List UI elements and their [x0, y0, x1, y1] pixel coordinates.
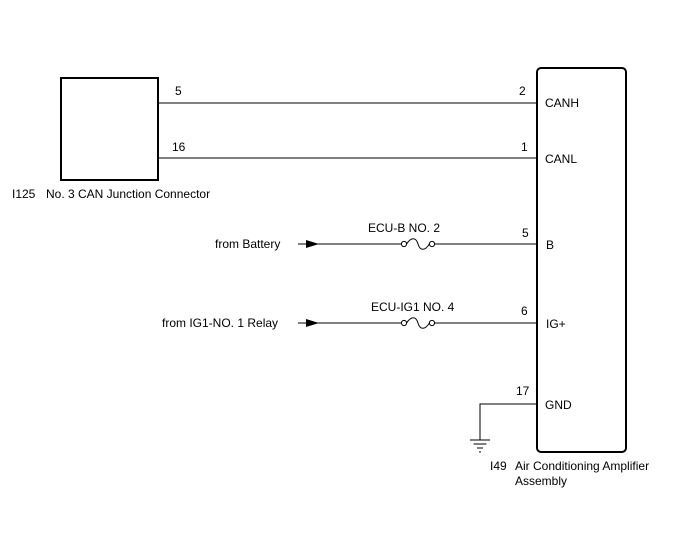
source-ig1-relay-label: from IG1-NO. 1 Relay: [162, 316, 278, 330]
fuse-ecu-b-label: ECU-B NO. 2: [368, 221, 440, 235]
terminal-ig-label: IG+: [546, 317, 566, 331]
fuse-icon: [406, 317, 430, 329]
connector-name: No. 3 CAN Junction Connector: [46, 187, 210, 201]
fuse-terminal-icon: [400, 240, 408, 248]
source-battery-label: from Battery: [215, 237, 280, 251]
amplifier-pin-17: 17: [516, 384, 530, 398]
amplifier-pin-6: 6: [521, 304, 528, 318]
amplifier-pin-1: 1: [521, 140, 528, 154]
terminal-b-label: B: [546, 238, 554, 252]
terminal-canl-label: CANL: [545, 152, 577, 166]
wire-battery: from Battery ECU-B NO. 2 5 B: [215, 221, 554, 252]
terminal-canh-label: CANH: [545, 96, 579, 110]
connector-pin-5: 5: [175, 84, 182, 98]
wire-canh: 5 2 CANH: [158, 84, 579, 110]
fuse-terminal-icon: [400, 319, 408, 327]
connector-code: I125: [12, 187, 36, 201]
fuse-terminal-icon: [428, 240, 436, 248]
terminal-gnd-label: GND: [545, 398, 572, 412]
fuse-ecu-ig1-label: ECU-IG1 NO. 4: [371, 300, 455, 314]
assembly-name-line2: Assembly: [515, 474, 567, 488]
connector-pin-16: 16: [172, 140, 186, 154]
wire-gnd: 17 GND: [470, 384, 572, 453]
amplifier-pin-2: 2: [519, 84, 526, 98]
ground-icon: [470, 439, 490, 453]
assembly-name-line1: Air Conditioning Amplifier: [515, 459, 649, 473]
assembly-code: I49: [490, 459, 507, 473]
wire-ig1: from IG1-NO. 1 Relay ECU-IG1 NO. 4 6 IG+: [162, 300, 566, 331]
can-junction-connector-box: [60, 77, 159, 181]
fuse-icon: [406, 238, 430, 250]
amplifier-pin-5: 5: [522, 226, 529, 240]
air-conditioning-amplifier-box: [536, 67, 627, 453]
wire-canl: 16 1 CANL: [158, 140, 577, 166]
fuse-terminal-icon: [428, 319, 436, 327]
